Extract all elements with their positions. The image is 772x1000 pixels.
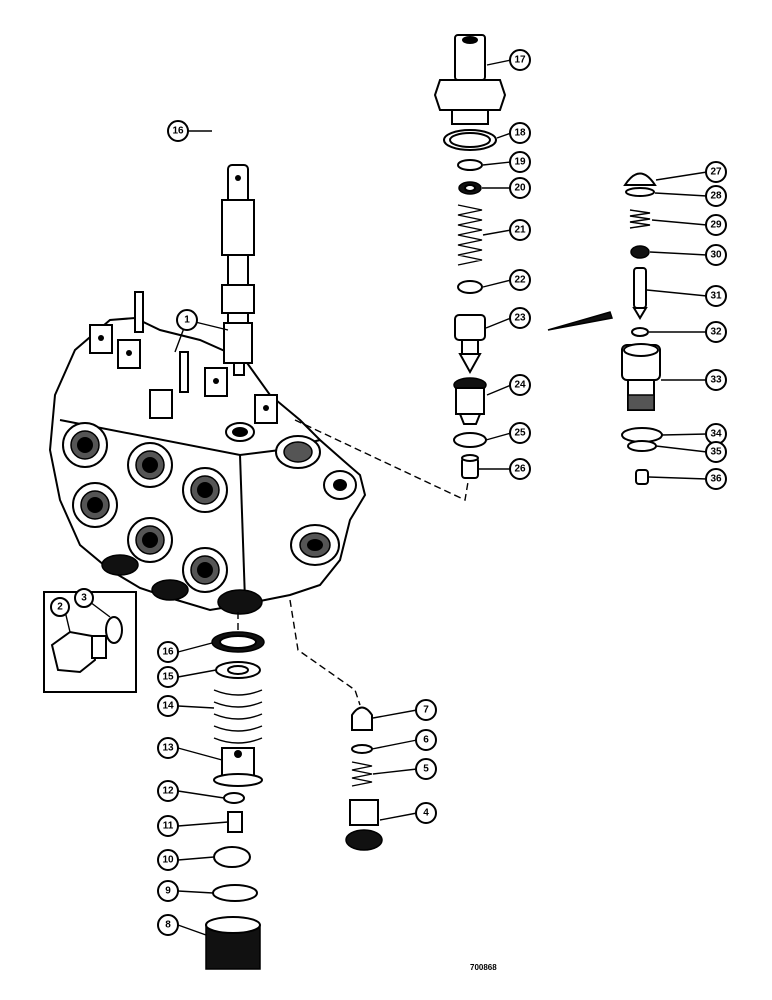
svg-text:10: 10	[162, 855, 174, 866]
svg-text:17: 17	[514, 55, 526, 66]
dashed-link-relief	[294, 419, 469, 502]
svg-text:5: 5	[423, 764, 429, 775]
plug-inset	[43, 591, 137, 693]
svg-text:23: 23	[514, 313, 526, 324]
callout-4: 4	[415, 802, 437, 824]
svg-text:3: 3	[81, 593, 87, 604]
callout-14: 14	[157, 695, 179, 717]
callout-28: 28	[705, 185, 727, 207]
svg-text:1: 1	[184, 315, 190, 326]
svg-text:28: 28	[710, 191, 722, 202]
callout-12: 12	[157, 780, 179, 802]
anticavitation-stack	[547, 172, 663, 485]
svg-text:35: 35	[710, 447, 722, 458]
callout-20: 20	[509, 177, 531, 199]
callout-35: 35	[705, 441, 727, 463]
callout-33: 33	[705, 369, 727, 391]
callout-22: 22	[509, 269, 531, 291]
svg-text:34: 34	[710, 429, 722, 440]
svg-text:19: 19	[514, 157, 526, 168]
svg-text:2: 2	[57, 602, 63, 613]
callout-5: 5	[415, 758, 437, 780]
svg-text:7: 7	[423, 705, 429, 716]
callout-19: 19	[509, 151, 531, 173]
svg-text:9: 9	[165, 886, 171, 897]
callout-18: 18	[509, 122, 531, 144]
svg-text:25: 25	[514, 428, 526, 439]
callout-23: 23	[509, 307, 531, 329]
relief-valve-stack	[433, 34, 507, 479]
dashed-link-check	[289, 599, 361, 706]
callout-17: 17	[509, 49, 531, 71]
svg-text:27: 27	[710, 167, 722, 178]
svg-text:30: 30	[710, 250, 722, 261]
svg-text:15: 15	[162, 672, 174, 683]
svg-text:33: 33	[710, 375, 722, 386]
svg-text:29: 29	[710, 220, 722, 231]
svg-text:13: 13	[162, 743, 174, 754]
callout-16-bottom: 16	[157, 641, 179, 663]
callout-27: 27	[705, 161, 727, 183]
callout-10: 10	[157, 849, 179, 871]
callout-30: 30	[705, 244, 727, 266]
callouts: 16 17 18 19 20 21 22 23 24 25 26 27 28 2…	[50, 49, 727, 936]
svg-text:6: 6	[423, 735, 429, 746]
svg-text:18: 18	[514, 128, 526, 139]
callout-15: 15	[157, 666, 179, 688]
callout-13: 13	[157, 737, 179, 759]
spool	[221, 164, 255, 376]
callout-7: 7	[415, 699, 437, 721]
svg-text:16: 16	[162, 647, 174, 658]
svg-text:21: 21	[514, 225, 526, 236]
svg-text:20: 20	[514, 183, 526, 194]
svg-text:14: 14	[162, 701, 174, 712]
callout-24: 24	[509, 374, 531, 396]
svg-text:11: 11	[163, 821, 174, 832]
callout-29: 29	[705, 214, 727, 236]
callout-1: 1	[176, 309, 198, 331]
callout-8: 8	[157, 914, 179, 936]
svg-text:4: 4	[423, 808, 429, 819]
svg-text:12: 12	[162, 786, 174, 797]
svg-text:16: 16	[172, 126, 184, 137]
callout-9: 9	[157, 880, 179, 902]
drawing-code: 700868	[470, 963, 497, 972]
callout-26: 26	[509, 458, 531, 480]
callout-36: 36	[705, 468, 727, 490]
callout-6: 6	[415, 729, 437, 751]
callout-2: 2	[50, 597, 70, 617]
callout-31: 31	[705, 285, 727, 307]
check-valve-kit	[345, 706, 383, 851]
callout-21: 21	[509, 219, 531, 241]
callout-16-top: 16	[167, 120, 189, 142]
svg-text:24: 24	[514, 380, 526, 391]
svg-text:22: 22	[514, 275, 526, 286]
svg-text:26: 26	[514, 464, 526, 475]
svg-text:36: 36	[710, 474, 722, 485]
callout-11: 11	[157, 815, 179, 837]
svg-text:31: 31	[710, 291, 722, 302]
callout-25: 25	[509, 422, 531, 444]
spool-end-kit	[205, 631, 265, 970]
svg-text:8: 8	[165, 920, 171, 931]
callout-3: 3	[74, 588, 94, 608]
valve-body	[48, 291, 367, 615]
svg-text:32: 32	[710, 327, 722, 338]
callout-32: 32	[705, 321, 727, 343]
